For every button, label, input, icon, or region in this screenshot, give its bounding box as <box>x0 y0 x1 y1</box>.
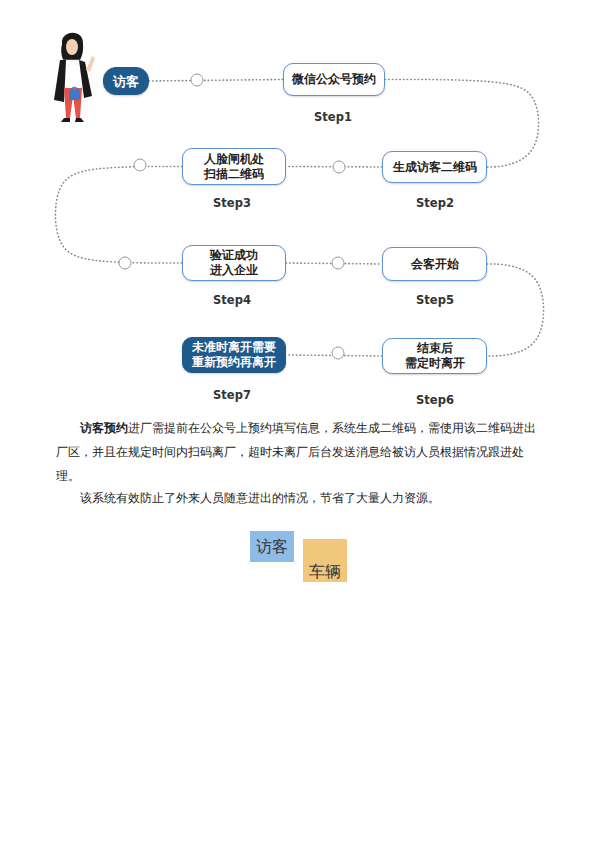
node-text: 未准时离开需要 重新预约再离开 <box>189 340 279 370</box>
node-text: 微信公众号预约 <box>292 72 376 87</box>
body-text: 该系统有效防止了外来人员随意进出的情况，节省了大量人力资源。 <box>80 491 440 505</box>
bold-lead: 访客预约 <box>80 421 128 435</box>
node-text: 人脸闸机处 扫描二维码 <box>189 152 279 182</box>
body-paragraph: 该系统有效防止了外来人员随意进出的情况，节省了大量人力资源。 <box>56 486 542 510</box>
arm <box>86 56 95 72</box>
bag-handle <box>71 87 78 90</box>
step-label: Step5 <box>395 293 475 307</box>
shoe <box>75 118 84 122</box>
tag-box: 访客 <box>250 531 294 562</box>
shoe <box>61 118 70 122</box>
path-dot <box>333 161 345 173</box>
step-label: Step6 <box>395 393 475 407</box>
step-label: Step4 <box>192 293 272 307</box>
pants <box>64 88 82 118</box>
dotted-connector <box>286 355 382 356</box>
step-label: Step2 <box>395 196 475 210</box>
process-box: 人脸闸机处 扫描二维码 <box>182 148 286 185</box>
path-dot <box>134 159 146 171</box>
node-text: 车辆 <box>309 562 341 582</box>
step-label: Step1 <box>293 110 373 124</box>
jacket-left <box>54 60 66 102</box>
dotted-connector <box>55 167 182 264</box>
hair <box>61 33 83 64</box>
node-text: 结束后 需定时离开 <box>389 341 480 371</box>
node-text: 验证成功 进入企业 <box>189 248 279 278</box>
process-box: 微信公众号预约 <box>283 63 385 96</box>
node-text: 访客 <box>113 74 139 89</box>
process-box: 生成访客二维码 <box>382 151 487 183</box>
node-text: 会客开始 <box>411 257 459 272</box>
dotted-connector <box>149 80 283 82</box>
bag <box>69 90 80 100</box>
dotted-connector <box>286 263 382 264</box>
node-text: 生成访客二维码 <box>393 160 477 175</box>
process-box: 验证成功 进入企业 <box>182 245 286 281</box>
step-label: Step7 <box>192 388 272 402</box>
path-dot <box>191 74 203 86</box>
body-paragraph: 访客预约进厂需提前在公众号上预约填写信息，系统生成二维码，需使用该二维码进出厂区… <box>56 416 542 488</box>
process-box: 未准时离开需要 重新预约再离开 <box>182 337 286 373</box>
path-dot <box>119 257 131 269</box>
step-label: Step3 <box>192 196 272 210</box>
path-dot <box>332 347 344 359</box>
dotted-connector <box>487 264 544 356</box>
visitor-figure <box>54 33 95 122</box>
dotted-connector <box>286 166 382 168</box>
start-pill: 访客 <box>103 67 149 95</box>
node-text: 访客 <box>256 537 288 557</box>
process-box: 结束后 需定时离开 <box>382 338 487 374</box>
body-text: 进厂需提前在公众号上预约填写信息，系统生成二维码，需使用该二维码进出厂区，并且在… <box>56 421 536 483</box>
path-dot <box>332 257 344 269</box>
process-box: 会客开始 <box>382 247 487 281</box>
face <box>66 39 78 55</box>
tag-box: 车辆 <box>303 539 347 582</box>
